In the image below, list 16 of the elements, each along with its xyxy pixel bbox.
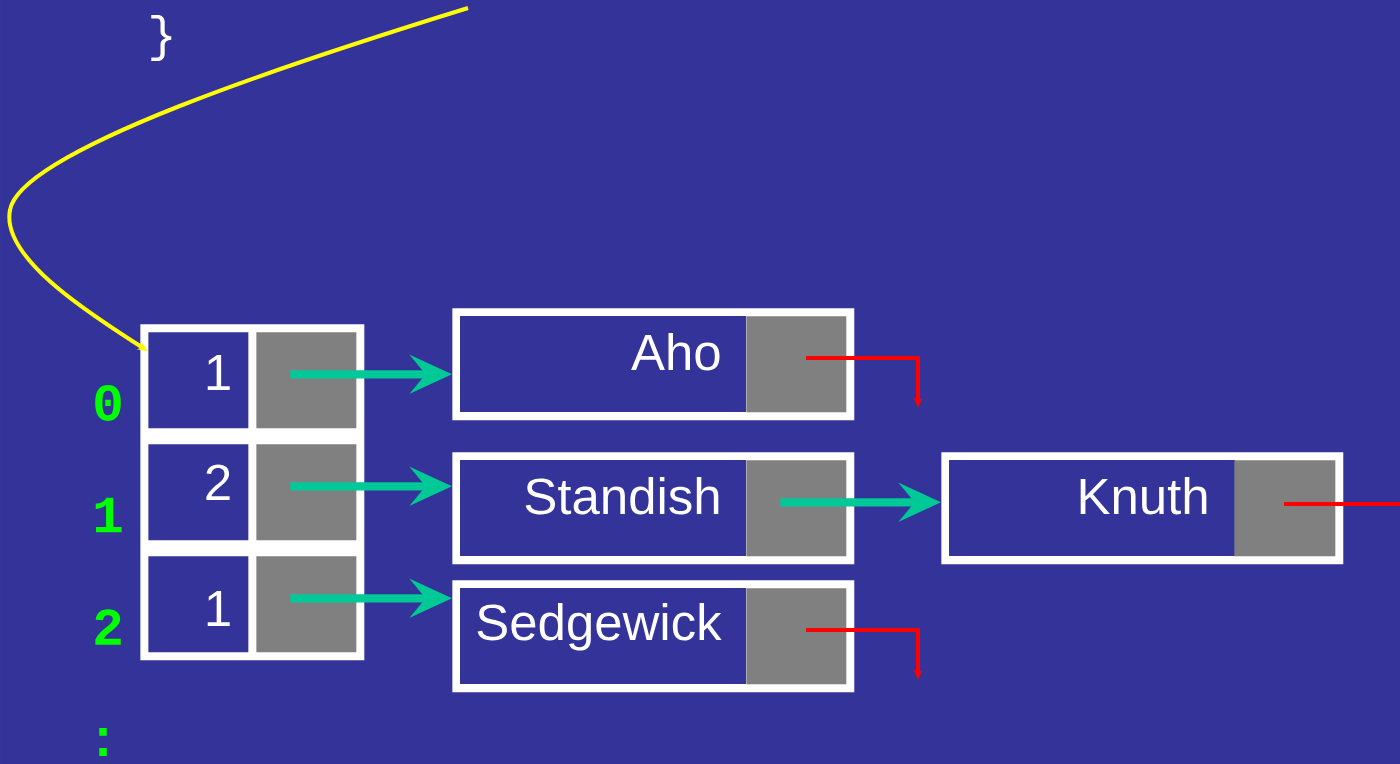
count-cell: 1 bbox=[148, 332, 249, 429]
pointer-cell bbox=[746, 460, 847, 557]
pointer-cell bbox=[256, 556, 357, 653]
pointer-cell bbox=[1234, 460, 1336, 557]
count-cell: 1 bbox=[148, 556, 249, 653]
count-cell: 2 bbox=[148, 444, 249, 541]
pointer-cell bbox=[746, 316, 847, 413]
row-index: : bbox=[99, 728, 107, 756]
row-index: 0 bbox=[95, 385, 121, 421]
row-index: 1 bbox=[95, 497, 122, 533]
pointer-cell bbox=[256, 444, 357, 541]
pointer-cell bbox=[746, 588, 847, 685]
brace: } bbox=[151, 15, 172, 61]
line bbox=[1284, 502, 1400, 506]
pointer-cell bbox=[256, 332, 357, 429]
row-index: 2 bbox=[95, 609, 121, 645]
